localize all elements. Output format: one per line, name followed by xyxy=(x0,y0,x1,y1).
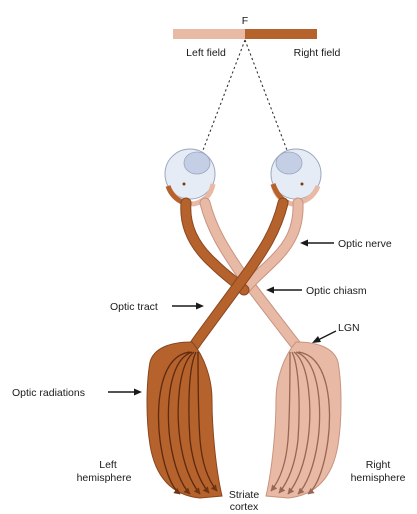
right-optic-radiations xyxy=(266,342,341,498)
left-eye xyxy=(165,149,215,204)
fixation-point-label: F xyxy=(242,15,248,27)
optic-tract-pointer xyxy=(172,303,204,310)
optic-radiations-pointer xyxy=(108,389,142,396)
lgn-pointer xyxy=(312,331,336,343)
right-eye xyxy=(271,149,321,204)
left-hemisphere-label-line2: hemisphere xyxy=(77,472,132,484)
right-field-bar xyxy=(245,29,317,39)
right-field-label: Right field xyxy=(294,47,341,59)
left-field-bar xyxy=(173,29,245,39)
optic-radiations-label: Optic radiations xyxy=(12,387,85,399)
optic-chiasm-pointer xyxy=(266,287,302,294)
left-optic-radiations xyxy=(147,342,222,498)
optic-nerve-pointer xyxy=(300,240,334,247)
striate-cortex-label-line2: cortex xyxy=(230,501,259,513)
right-hemisphere-pathway xyxy=(205,203,306,356)
striate-cortex-label-line1: Striate xyxy=(229,489,260,501)
optic-chiasm-label: Optic chiasm xyxy=(306,285,367,297)
left-hemisphere-label-line1: Left xyxy=(99,459,117,471)
right-hemisphere-label-line2: hemisphere xyxy=(351,472,406,484)
left-field-label: Left field xyxy=(186,47,226,59)
optic-nerve-label: Optic nerve xyxy=(338,238,392,250)
right-hemisphere-label-line1: Right xyxy=(366,459,391,471)
optic-tract-label: Optic tract xyxy=(110,301,158,313)
visual-field-bar xyxy=(173,29,317,39)
lgn-label: LGN xyxy=(338,322,360,334)
left-hemisphere-pathway xyxy=(186,203,283,356)
